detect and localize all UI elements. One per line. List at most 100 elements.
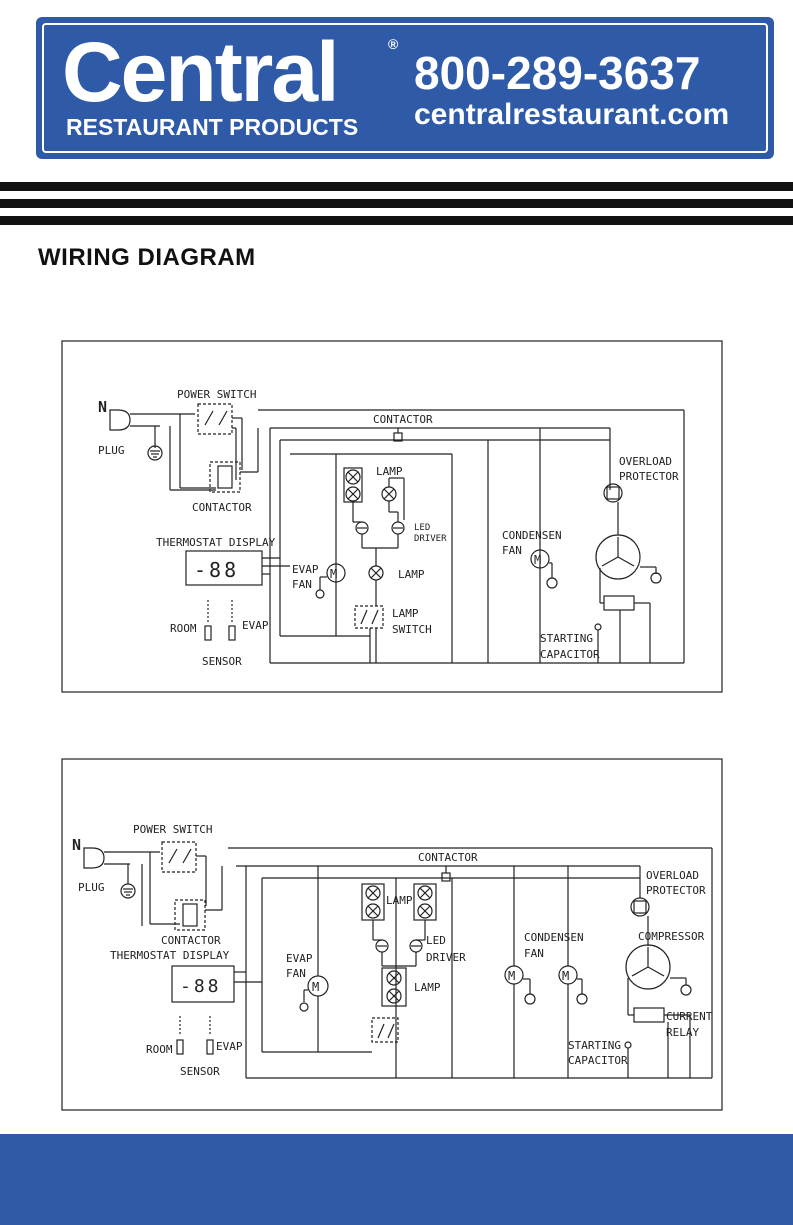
- starting-capacitor-icon: [594, 623, 602, 631]
- brand-tagline: RESTAURANT PRODUCTS: [66, 114, 359, 140]
- label-evap-fan-2: FAN: [292, 578, 312, 591]
- evap-sensor-icon: [228, 625, 236, 641]
- starting-capacitor-icon: [624, 1041, 632, 1049]
- label-sensor: SENSOR: [202, 655, 242, 668]
- label-room: ROOM: [146, 1043, 173, 1056]
- compressor-icon: [625, 944, 671, 990]
- svg-text:M: M: [312, 980, 319, 994]
- lamp-icon-2: [365, 903, 381, 919]
- plug-icon: [83, 847, 105, 869]
- label-condensen-1: CONDENSEN: [502, 529, 562, 542]
- overload-protector-icon: [630, 897, 650, 917]
- page-heading: WIRING DIAGRAM: [38, 244, 256, 271]
- label-current-1: CURRENT: [666, 1010, 713, 1023]
- label-lamp-2: LAMP: [398, 568, 425, 581]
- ground-icon: [524, 993, 536, 1005]
- label-sensor: SENSOR: [180, 1065, 220, 1078]
- diagram-2-labels: N PLUG POWER SWITCH CONTACTOR CONTACTOR …: [72, 823, 713, 1078]
- label-n: N: [72, 836, 81, 854]
- thermostat-readout: -88: [194, 558, 239, 582]
- overload-protector-icon: [603, 483, 623, 503]
- label-current-2: RELAY: [666, 1026, 699, 1039]
- svg-text:M: M: [562, 969, 569, 983]
- label-power-switch: POWER SWITCH: [133, 823, 212, 836]
- lamp-icon-6: [386, 988, 402, 1004]
- label-starting-1: STARTING: [568, 1039, 621, 1052]
- label-evap: EVAP: [242, 619, 269, 632]
- label-contactor: CONTACTOR: [192, 501, 252, 514]
- banner-border: [42, 23, 768, 153]
- evap-fan-motor-icon: [307, 975, 329, 997]
- condenser-fan-motor-icon-2: [558, 965, 578, 985]
- label-lamp-switch-1: LAMP: [392, 607, 419, 620]
- thermostat-display-icon: [171, 965, 235, 1003]
- label-starting-1: STARTING: [540, 632, 593, 645]
- label-contactor: CONTACTOR: [161, 934, 221, 947]
- label-n: N: [98, 398, 107, 416]
- label-contactor-top: CONTACTOR: [373, 413, 433, 426]
- thermostat-readout: -88: [180, 976, 222, 997]
- label-overload-2: PROTECTOR: [646, 884, 706, 897]
- contactor-icon: [174, 899, 206, 931]
- label-plug: PLUG: [98, 444, 125, 457]
- power-switch-icon: [161, 841, 197, 873]
- svg-text:M: M: [534, 553, 541, 567]
- divider-rule-1: [0, 182, 793, 191]
- evap-fan-motor-icon: [326, 563, 346, 583]
- label-thermostat-display: THERMOSTAT DISPLAY: [110, 949, 230, 962]
- ground-icon: [650, 572, 662, 584]
- label-overload-2: PROTECTOR: [619, 470, 679, 483]
- wiring-diagram-2: M M M: [61, 758, 723, 1111]
- label-lamp-1: LAMP: [376, 465, 403, 478]
- diagram-1-frame: [61, 340, 723, 693]
- lamp-icon-4: [417, 903, 433, 919]
- label-thermostat-display: THERMOSTAT DISPLAY: [156, 536, 276, 549]
- label-compressor: COMPRESSOR: [638, 930, 705, 943]
- label-led: LED: [426, 934, 446, 947]
- website-url: centralrestaurant.com: [414, 98, 730, 131]
- condenser-fan-motor-icon: [530, 549, 550, 569]
- label-condensen-2: FAN: [502, 544, 522, 557]
- lamp-icon-2: [345, 486, 361, 502]
- label-contactor-top: CONTACTOR: [418, 851, 478, 864]
- label-overload-1: OVERLOAD: [646, 869, 699, 882]
- current-relay-icon: [603, 595, 635, 611]
- lamp-switch-icon: [354, 605, 384, 629]
- label-starting-2: CAPACITOR: [540, 648, 600, 661]
- contactor-top-icon: [441, 872, 451, 882]
- svg-text:M: M: [330, 567, 337, 581]
- lamp-switch-icon: [371, 1017, 399, 1043]
- room-sensor-icon: [176, 1039, 184, 1055]
- ground-icon: [315, 589, 325, 599]
- lamp-icon-1: [365, 885, 381, 901]
- label-evap-fan-1: EVAP: [286, 952, 313, 965]
- current-relay-icon: [633, 1007, 665, 1023]
- diagram-1-labels: N PLUG POWER SWITCH CONTACTOR CONTACTOR …: [98, 388, 679, 668]
- label-lamp-2: LAMP: [414, 981, 441, 994]
- ground-icon: [576, 993, 588, 1005]
- label-driver: DRIVER: [426, 951, 466, 964]
- label-driver: DRIVER: [414, 534, 447, 544]
- power-switch-icon: [197, 403, 233, 435]
- thermostat-display-icon: [185, 550, 263, 586]
- label-room: ROOM: [170, 622, 197, 635]
- lamp-icon-3: [417, 885, 433, 901]
- label-evap: EVAP: [216, 1040, 243, 1053]
- label-plug: PLUG: [78, 881, 105, 894]
- footer-bar: [0, 1134, 793, 1225]
- label-condensen-2: FAN: [524, 947, 544, 960]
- label-starting-2: CAPACITOR: [568, 1054, 628, 1067]
- brand-banner: [36, 17, 774, 159]
- label-lamp-1: LAMP: [386, 894, 413, 907]
- registered-mark: ®: [388, 36, 399, 52]
- diagram-2-frame: [61, 758, 723, 1111]
- ground-icon: [299, 1002, 309, 1012]
- ground-icon: [680, 984, 692, 996]
- label-overload-1: OVERLOAD: [619, 455, 672, 468]
- condenser-fan-motor-icon-1: [504, 965, 524, 985]
- ground-icon: [546, 577, 558, 589]
- label-evap-fan-1: EVAP: [292, 563, 319, 576]
- divider-rule-3: [0, 216, 793, 225]
- label-evap-fan-2: FAN: [286, 967, 306, 980]
